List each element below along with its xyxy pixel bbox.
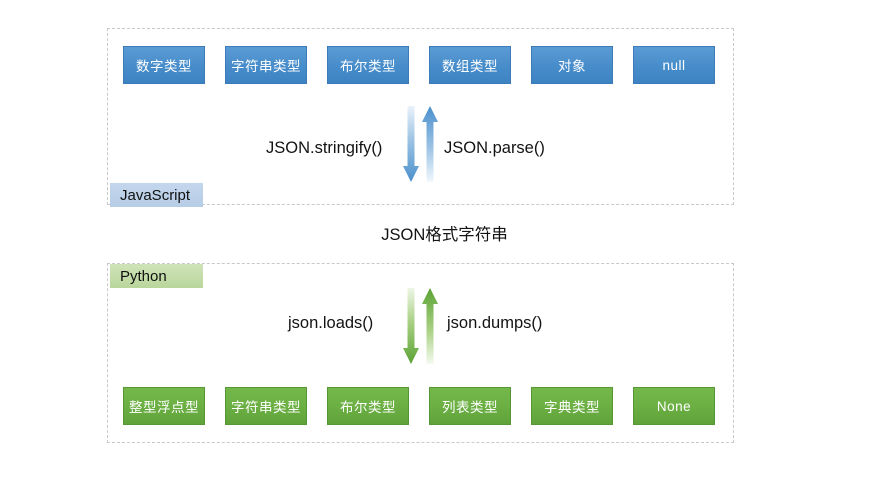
json-string-caption: JSON格式字符串: [381, 226, 508, 244]
type-box-js-boolean[interactable]: 布尔类型: [327, 46, 409, 84]
type-box-label: 布尔类型: [340, 400, 396, 415]
json-loads-label: json.loads(): [288, 314, 374, 332]
type-box-py-list[interactable]: 列表类型: [429, 387, 511, 425]
type-box-js-null[interactable]: null: [633, 46, 715, 84]
dumps-up-arrow: [422, 288, 438, 364]
python-arrow-group: [403, 288, 439, 364]
python-panel: 整型浮点型 字符串类型 布尔类型 列表类型 字典类型 None: [107, 263, 734, 443]
python-badge-label: Python: [120, 267, 167, 285]
json-stringify-label: JSON.stringify(): [266, 139, 383, 157]
javascript-badge-label: JavaScript: [120, 186, 191, 204]
json-parse-label: JSON.parse(): [444, 139, 545, 157]
type-box-label: null: [662, 57, 686, 73]
type-box-py-dict[interactable]: 字典类型: [531, 387, 613, 425]
loads-down-arrow: [403, 288, 419, 364]
javascript-arrows-svg: [403, 106, 438, 182]
type-box-js-number[interactable]: 数字类型: [123, 46, 205, 84]
type-box-label: 字符串类型: [231, 59, 301, 74]
type-box-label: None: [656, 398, 692, 414]
type-box-py-string[interactable]: 字符串类型: [225, 387, 307, 425]
python-type-row: 整型浮点型 字符串类型 布尔类型 列表类型 字典类型 None: [108, 387, 733, 425]
type-box-label: 布尔类型: [340, 59, 396, 74]
json-dumps-label: json.dumps(): [447, 314, 543, 332]
javascript-arrow-group: [403, 106, 439, 182]
stringify-down-arrow: [403, 106, 419, 182]
type-box-js-array[interactable]: 数组类型: [429, 46, 511, 84]
javascript-type-row: 数字类型 字符串类型 布尔类型 数组类型 对象 null: [108, 46, 733, 84]
type-box-js-string[interactable]: 字符串类型: [225, 46, 307, 84]
type-box-py-none[interactable]: None: [633, 387, 715, 425]
type-box-label: 数组类型: [442, 59, 498, 74]
type-box-label: 整型浮点型: [129, 400, 199, 415]
type-box-py-boolean[interactable]: 布尔类型: [327, 387, 409, 425]
javascript-panel: 数字类型 字符串类型 布尔类型 数组类型 对象 null: [107, 28, 734, 205]
type-box-label: 数字类型: [136, 59, 192, 74]
python-arrows-svg: [403, 288, 438, 364]
python-badge: Python: [110, 264, 203, 288]
type-box-label: 字符串类型: [231, 400, 301, 415]
type-box-label: 字典类型: [544, 400, 600, 415]
type-box-js-object[interactable]: 对象: [531, 46, 613, 84]
javascript-badge: JavaScript: [110, 183, 203, 207]
type-box-label: 列表类型: [442, 400, 498, 415]
type-box-label: 对象: [558, 59, 586, 74]
type-box-py-number[interactable]: 整型浮点型: [123, 387, 205, 425]
parse-up-arrow: [422, 106, 438, 182]
